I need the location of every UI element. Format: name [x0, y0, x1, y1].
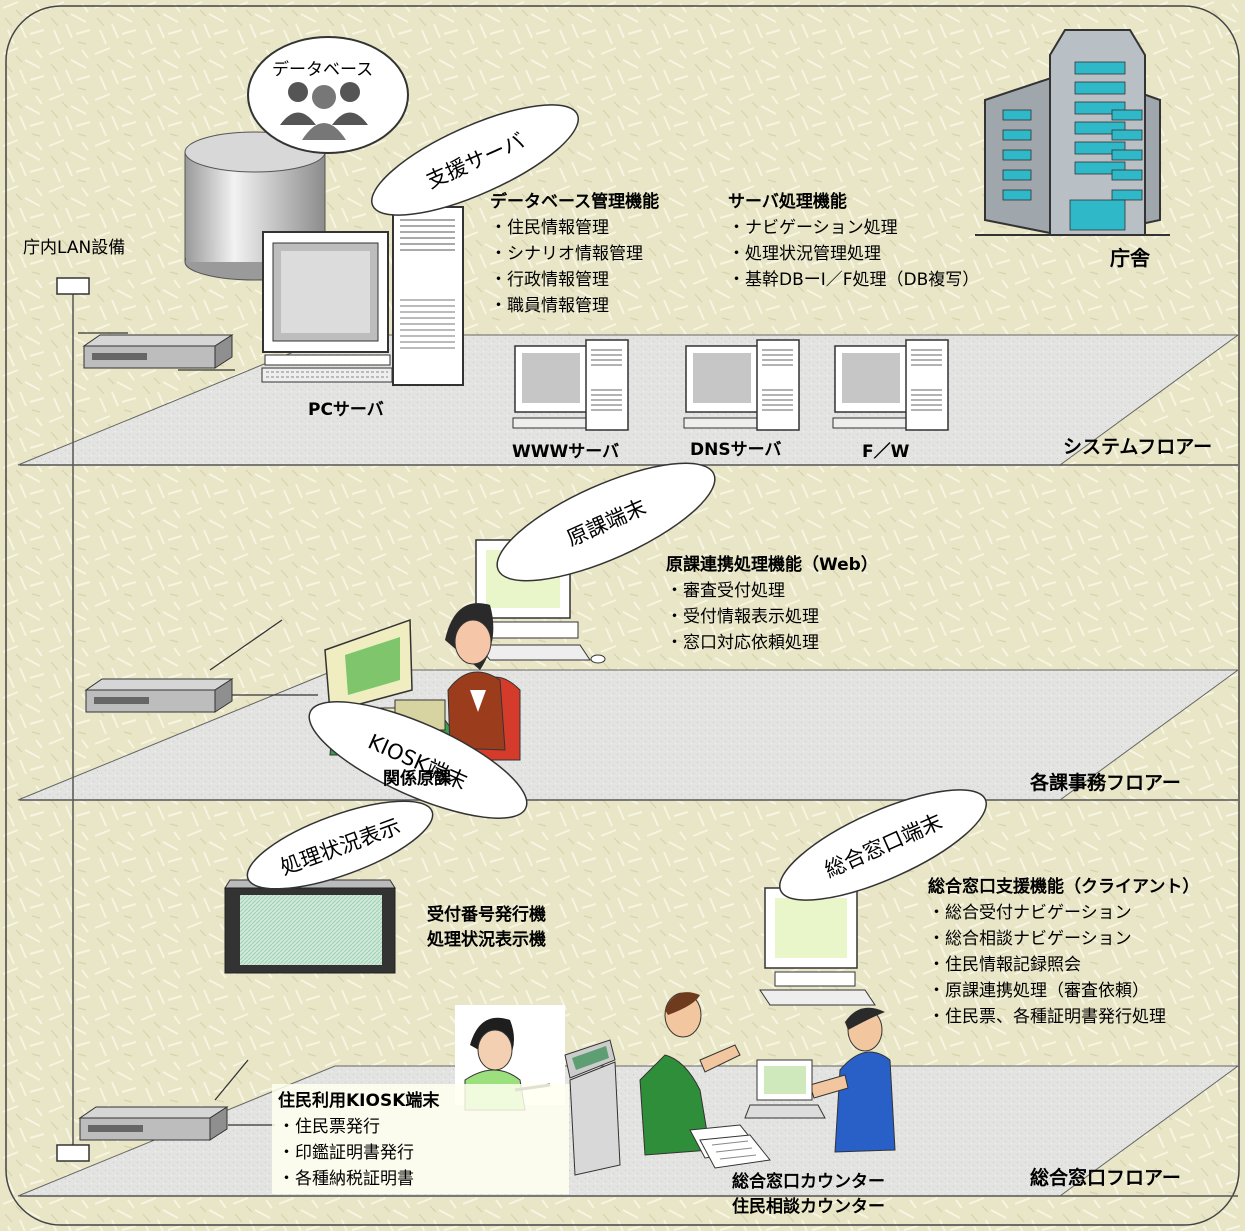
- fw-label: F／W: [862, 442, 910, 462]
- kiosk-functions-panel: [272, 1084, 569, 1194]
- list-item: ・総合受付ナビゲーション: [928, 903, 1132, 923]
- government-building-icon: [975, 29, 1170, 237]
- list-item: ・シナリオ情報管理: [490, 244, 643, 264]
- counter-functions-heading: 総合窓口支援機能（クライアント）: [928, 877, 1200, 897]
- counter-terminal-bubble: [779, 789, 987, 901]
- dns-server-label: DNSサーバ: [690, 440, 782, 460]
- counter-functions-list: 総合窓口支援機能（クライアント） ・総合受付ナビゲーション ・総合相談ナビゲーシ…: [928, 874, 1199, 1030]
- www-server-icon: [512, 339, 629, 431]
- kiosk-bubble: [308, 701, 528, 819]
- office-floor-label: 各課事務フロアー: [1030, 772, 1181, 794]
- db-functions-list: データベース管理機能 ・住民情報管理 ・シナリオ情報管理 ・行政情報管理 ・職員…: [490, 189, 659, 319]
- list-item: ・職員情報管理: [490, 296, 609, 316]
- kiosk-terminal-icon: [564, 1039, 621, 1176]
- list-item: ・基幹DBーI／F処理（DB複写）: [728, 270, 980, 290]
- dept-terminal-bubble: [496, 462, 716, 582]
- network-hub-icon: [84, 678, 234, 713]
- list-item: ・処理状況管理処理: [728, 244, 881, 264]
- counter-pc-icon: [759, 887, 876, 1006]
- server-functions-heading: サーバ処理機能: [728, 192, 847, 212]
- list-item: ・ナビゲーション処理: [728, 218, 898, 238]
- counter-resident-icon: [809, 1007, 896, 1153]
- lan-label: 庁内LAN設備: [23, 238, 126, 258]
- support-server-bubble: [371, 104, 579, 216]
- small-laptop-icon: [744, 1059, 826, 1119]
- network-hub-icon: [82, 334, 234, 369]
- building-label: 庁舎: [1110, 246, 1150, 270]
- ticket-machine-label-2: 処理状況表示機: [427, 930, 546, 950]
- list-item: ・窓口対応依頼処理: [666, 633, 819, 653]
- counter-label-2: 住民相談カウンター: [732, 1197, 885, 1217]
- documents-icon: [689, 1124, 771, 1169]
- list-item: ・総合相談ナビゲーション: [928, 929, 1132, 949]
- counter-floor-label: 総合窓口フロアー: [1030, 1167, 1181, 1189]
- www-server-label: WWWサーバ: [512, 442, 620, 462]
- list-item: ・住民票、各種証明書発行処理: [928, 1007, 1166, 1027]
- list-item: ・原課連携処理（審査依頼）: [928, 981, 1149, 1001]
- firewall-server-icon: [832, 339, 949, 431]
- dept-label: 関係原課: [383, 769, 451, 789]
- users-badge-icon: [247, 36, 409, 154]
- dept-functions-heading: 原課連携処理機能（Web）: [666, 555, 878, 575]
- kiosk-functions-heading: 住民利用KIOSK端末: [278, 1091, 440, 1111]
- status-display-icon: [224, 879, 396, 974]
- ticket-machine-label-1: 受付番号発行機: [427, 905, 546, 925]
- list-item: ・住民情報記録照会: [928, 955, 1081, 975]
- dns-server-icon: [683, 339, 800, 431]
- list-item: ・各種納税証明書: [278, 1169, 414, 1189]
- list-item: ・住民票発行: [278, 1117, 380, 1137]
- system-floor-label: システムフロアー: [1063, 436, 1213, 458]
- list-item: ・印鑑証明書発行: [278, 1143, 414, 1163]
- list-item: ・受付情報表示処理: [666, 607, 819, 627]
- dept-functions-list: 原課連携処理機能（Web） ・審査受付処理 ・受付情報表示処理 ・窓口対応依頼処…: [666, 552, 878, 656]
- list-item: ・住民情報管理: [490, 218, 609, 238]
- list-item: ・審査受付処理: [666, 581, 785, 601]
- server-functions-list: サーバ処理機能 ・ナビゲーション処理 ・処理状況管理処理 ・基幹DBーI／F処理…: [728, 189, 979, 293]
- status-display-bubble: [246, 800, 434, 890]
- db-functions-heading: データベース管理機能: [490, 192, 660, 212]
- network-hub-icon: [78, 1106, 229, 1141]
- counter-label-1: 総合窓口カウンター: [732, 1172, 885, 1192]
- kiosk-functions-list: 住民利用KIOSK端末 ・住民票発行 ・印鑑証明書発行 ・各種納税証明書: [278, 1088, 439, 1192]
- list-item: ・行政情報管理: [490, 270, 609, 290]
- pc-server-icon: [261, 206, 464, 386]
- pc-server-label: PCサーバ: [308, 400, 384, 420]
- database-label: データベース: [272, 60, 374, 80]
